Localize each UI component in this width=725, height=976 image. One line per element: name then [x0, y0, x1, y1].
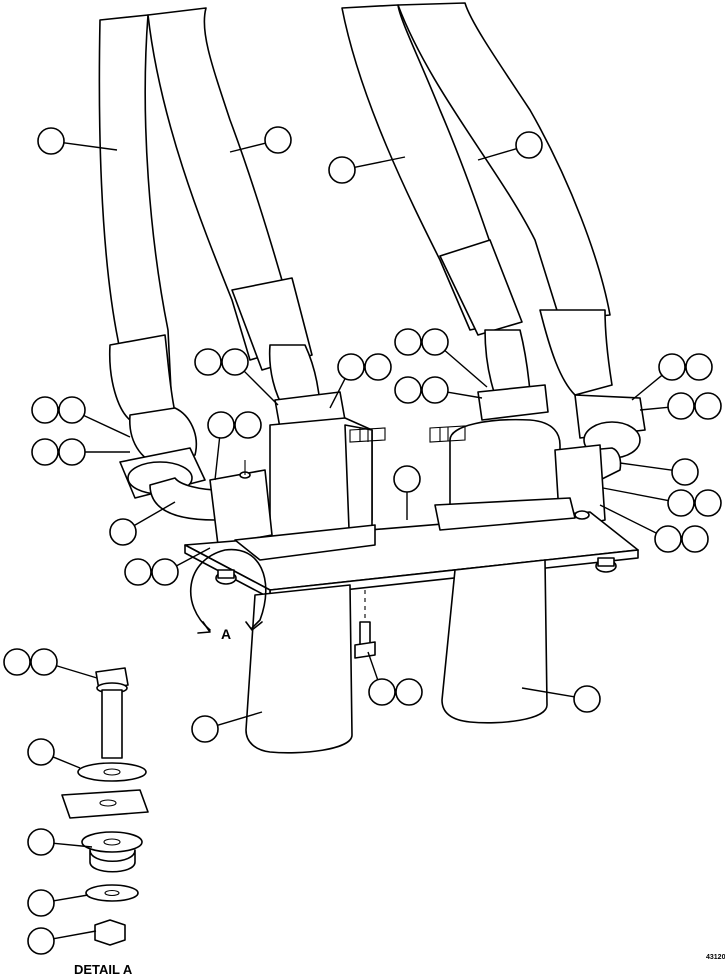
callout-balloon — [654, 525, 682, 553]
callout-balloon — [573, 685, 601, 713]
callout-balloon — [30, 648, 58, 676]
callout-balloon — [109, 518, 137, 546]
callout-leader — [619, 462, 673, 471]
drawing-number: 43120 — [706, 954, 725, 961]
hose-left-inner — [147, 7, 313, 371]
callout-leader — [521, 687, 575, 698]
callout-leader — [63, 142, 118, 151]
callout-balloon — [264, 126, 292, 154]
callout-balloon — [694, 392, 722, 420]
callout-leader — [631, 374, 663, 401]
callout-balloon — [37, 127, 65, 155]
callout-balloon — [393, 465, 421, 493]
callout-leader — [602, 487, 669, 502]
callout-leader — [52, 756, 81, 769]
callout-balloon — [667, 489, 695, 517]
filter-bowl-right — [441, 559, 548, 724]
callout-leader — [83, 414, 131, 438]
callout-balloon — [515, 131, 543, 159]
center-bolt — [354, 590, 376, 659]
hose-right-outer — [397, 2, 613, 396]
detail-a-stack — [61, 667, 149, 946]
callout-leader — [176, 547, 211, 567]
callout-balloon — [27, 738, 55, 766]
callout-leader — [214, 437, 221, 481]
callout-balloon — [234, 411, 262, 439]
callout-balloon — [681, 525, 709, 553]
callout-balloon — [395, 678, 423, 706]
hose-right-inner — [341, 4, 523, 336]
callout-leader — [444, 349, 488, 388]
left-elbow-fitting — [119, 407, 221, 521]
callout-balloon — [394, 328, 422, 356]
callout-balloon — [58, 396, 86, 424]
callout-leader — [599, 504, 657, 534]
callout-balloon — [27, 927, 55, 955]
callout-balloon — [667, 392, 695, 420]
callout-leader — [217, 711, 263, 726]
filter-head-left — [209, 417, 386, 556]
detail-a-marker: A — [221, 626, 231, 642]
callout-balloon — [58, 438, 86, 466]
plate-bolts — [215, 460, 617, 585]
callout-balloon — [421, 376, 449, 404]
callout-balloons — [3, 126, 722, 955]
callout-balloon — [194, 348, 222, 376]
callout-balloon — [671, 458, 699, 486]
callout-balloon — [27, 828, 55, 856]
callout-balloon — [31, 438, 59, 466]
detail-a-caption: DETAIL A — [74, 962, 133, 976]
callout-balloon — [328, 156, 356, 184]
callout-leader — [53, 842, 93, 848]
callout-leader — [229, 142, 266, 153]
callout-leader — [367, 651, 379, 680]
callout-balloon — [694, 489, 722, 517]
center-right-elbow — [477, 329, 549, 421]
callout-balloon — [685, 353, 713, 381]
callout-leader — [133, 501, 176, 527]
callout-balloon — [124, 558, 152, 586]
filter-bowl-left — [245, 584, 353, 754]
callout-balloon — [3, 648, 31, 676]
callout-leader — [329, 378, 346, 409]
callout-leader — [477, 147, 517, 161]
callout-balloon — [27, 889, 55, 917]
callout-balloon — [368, 678, 396, 706]
callout-leader — [53, 930, 97, 940]
callout-balloon — [207, 411, 235, 439]
callout-balloon — [31, 396, 59, 424]
callout-balloon — [337, 353, 365, 381]
callout-balloon — [221, 348, 249, 376]
callout-leader — [354, 156, 406, 169]
callout-balloon — [658, 353, 686, 381]
callout-leader — [53, 894, 89, 902]
callout-balloon — [394, 376, 422, 404]
callout-leader — [447, 391, 483, 399]
callout-balloon — [421, 328, 449, 356]
hose-left-outer — [98, 14, 176, 421]
callout-leader — [639, 406, 669, 411]
callout-leader — [56, 665, 98, 679]
callout-balloon — [191, 715, 219, 743]
callout-balloon — [364, 353, 392, 381]
callout-balloon — [151, 558, 179, 586]
callout-leader — [243, 370, 279, 406]
detail-a-circle: A — [189, 548, 267, 642]
center-left-elbow — [268, 344, 346, 429]
